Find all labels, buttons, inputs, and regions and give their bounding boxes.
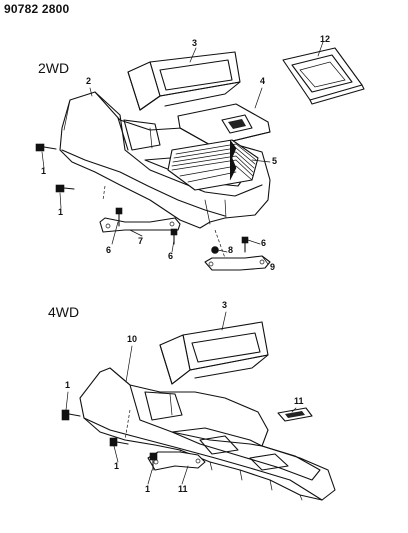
- screw-1b: [55, 184, 75, 193]
- screw-6a: [115, 207, 123, 227]
- document-number: 90782 2800: [4, 2, 70, 16]
- callout-6-top-b: 6: [168, 251, 174, 261]
- callout-1-bottom-a: 1: [65, 380, 71, 390]
- shift-boot-2wd: [167, 139, 259, 191]
- screw-4wd-a: [61, 409, 81, 421]
- callout-7: 7: [138, 236, 144, 246]
- callout-1-top-b: 1: [58, 207, 64, 217]
- storage-bin-2wd: [127, 51, 241, 111]
- cover-plate-11: [277, 407, 313, 422]
- screw-4wd-b: [109, 437, 129, 447]
- callout-2: 2: [86, 76, 92, 86]
- callout-6-top-a: 6: [106, 245, 112, 255]
- leader-lines-2wd: [41, 41, 324, 265]
- callout-3-bottom: 3: [222, 300, 228, 310]
- callout-5: 5: [272, 156, 278, 166]
- callout-1-bottom-c: 1: [145, 484, 151, 494]
- section-label-4wd: 4WD: [48, 304, 80, 320]
- callout-8: 8: [228, 245, 234, 255]
- screw-6c: [241, 236, 249, 253]
- bracket-2wd-left: [99, 217, 181, 233]
- callout-4: 4: [260, 76, 266, 86]
- callout-11-upper: 11: [294, 396, 304, 406]
- callout-3-top: 3: [192, 38, 198, 48]
- nut-8: [211, 246, 219, 254]
- callout-1-bottom-b: 1: [114, 461, 120, 471]
- bracket-4wd: [147, 451, 206, 471]
- screw-1a: [35, 143, 57, 152]
- callout-1-top-a: 1: [41, 166, 47, 176]
- callout-9: 9: [270, 262, 276, 272]
- callout-10: 10: [127, 334, 138, 344]
- screw-6b: [170, 228, 178, 245]
- console-4wd: [79, 367, 336, 501]
- callout-11-lower: 11: [178, 484, 188, 494]
- section-label-2wd: 2WD: [38, 60, 70, 76]
- callout-6-top-c: 6: [261, 238, 267, 248]
- storage-bin-4wd: [159, 321, 269, 385]
- leader-lines-4wd: [65, 311, 297, 485]
- trim-ring-12: [282, 47, 365, 105]
- callout-12: 12: [320, 34, 331, 44]
- screw-4wd-c: [149, 452, 158, 471]
- bracket-2wd-right: [204, 255, 271, 271]
